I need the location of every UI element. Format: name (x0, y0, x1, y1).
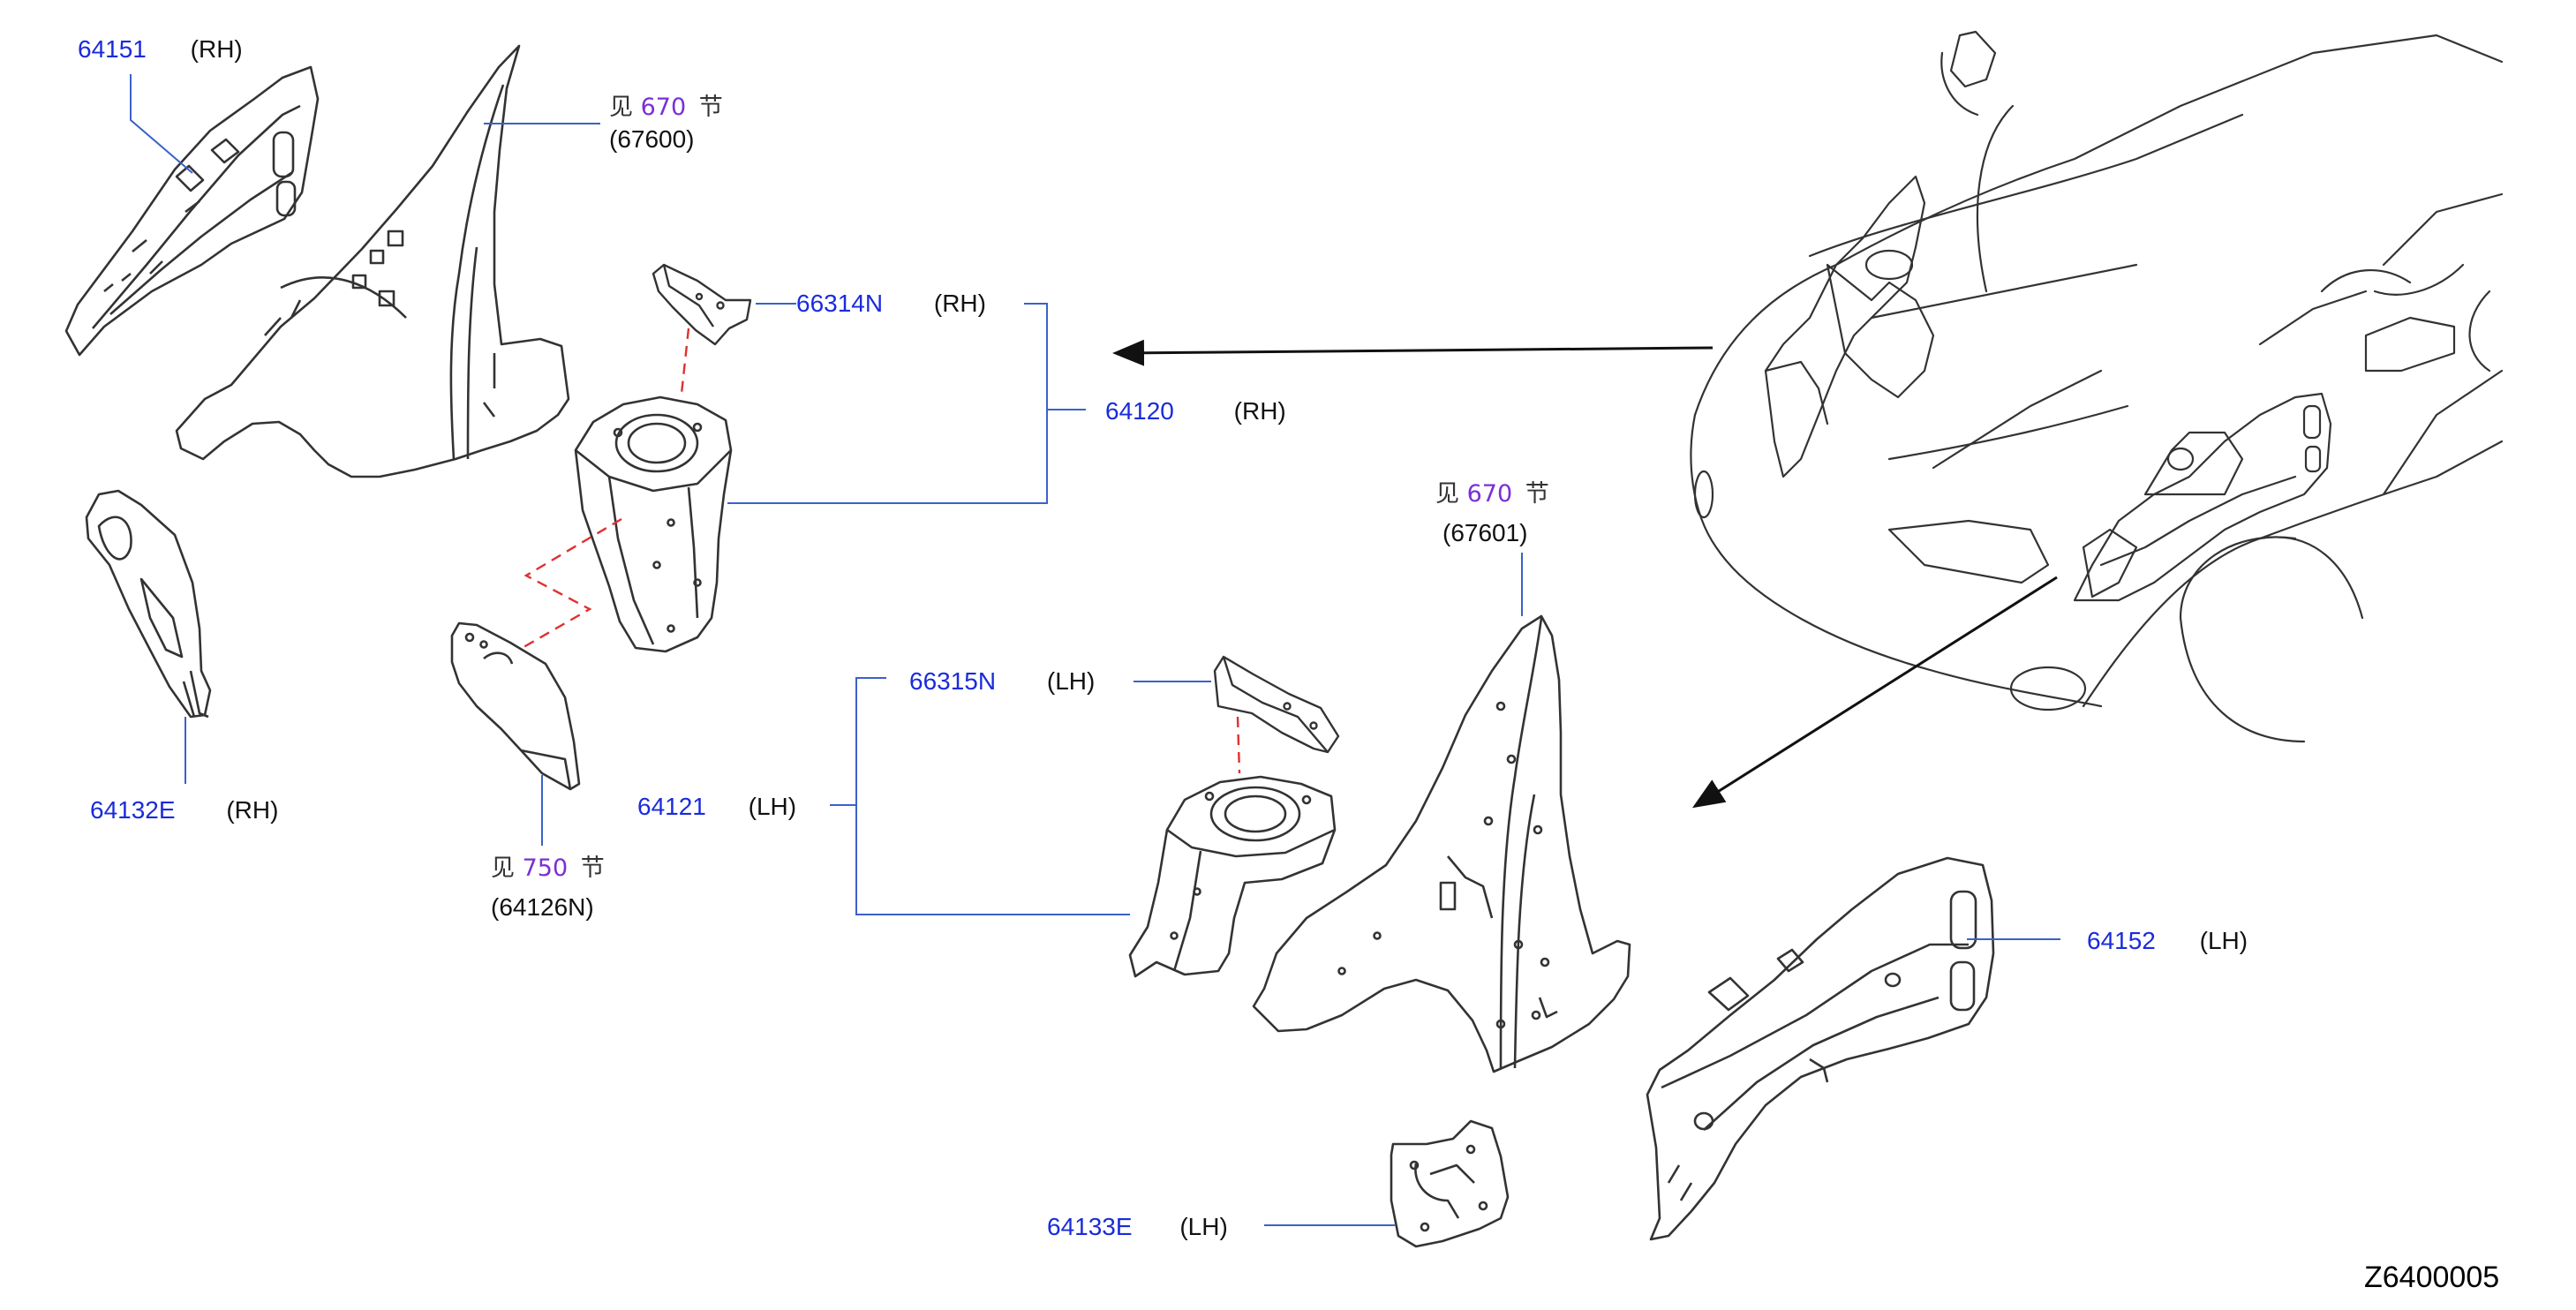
side-66314n: (RH) (933, 290, 986, 317)
side-64132e: (RH) (226, 796, 279, 824)
part-drawing-64151[interactable] (64, 65, 320, 357)
part-drawing-66315n[interactable] (1213, 655, 1340, 754)
section-number-670[interactable]: 670 (640, 94, 687, 121)
callout-64133e: 64133E (LH) (1047, 1213, 1228, 1241)
side-64121: (LH) (748, 793, 797, 820)
section-number-750[interactable]: 750 (522, 855, 569, 882)
callout-64121: 64121 (LH) (637, 793, 796, 821)
part-number-64132e[interactable]: 64132E (90, 796, 176, 824)
side-64133e: (LH) (1179, 1213, 1228, 1240)
figure-id: Z6400005 (2364, 1261, 2500, 1294)
callout-64120: 64120 (RH) (1105, 397, 1286, 425)
section-suffix: 节 (580, 855, 605, 882)
callout-66314n: 66314N (RH) (796, 290, 986, 318)
part-drawing-67600-ref[interactable] (175, 44, 570, 478)
side-64152: (LH) (2199, 927, 2248, 954)
part-drawing-64133e[interactable] (1390, 1119, 1510, 1248)
section-ref-line: 见 670 节 (609, 94, 723, 122)
side-66315n: (LH) (1046, 667, 1096, 695)
section-suffix: 节 (698, 94, 723, 121)
part-drawing-64121[interactable] (1128, 775, 1337, 978)
section-suffix: 节 (1525, 480, 1549, 508)
part-drawing-64152[interactable] (1646, 856, 1995, 1241)
callout-64152: 64152 (LH) (2087, 927, 2248, 955)
see-prefix: 见 (1435, 480, 1459, 508)
see-prefix: 见 (609, 94, 633, 121)
part-number-64120[interactable]: 64120 (1105, 397, 1174, 425)
ref-part-64126n: (64126N) (491, 893, 594, 921)
see-prefix: 见 (491, 855, 515, 882)
ref-part-67600: (67600) (609, 125, 695, 153)
callout-64151: 64151 (RH) (78, 35, 243, 64)
ref-part-67601: (67601) (1442, 519, 1528, 546)
section-number-670[interactable]: 670 (1466, 480, 1513, 508)
callout-64132e: 64132E (RH) (90, 796, 278, 824)
section-ref-line: 见 750 节 (491, 855, 605, 883)
callout-66315n: 66315N (LH) (909, 667, 1095, 696)
part-number-64121[interactable]: 64121 (637, 793, 706, 820)
part-number-66314n[interactable]: 66314N (796, 290, 884, 317)
part-drawing-64120[interactable] (574, 395, 733, 653)
arrow-to-lh-group (1691, 576, 2058, 809)
arrow-to-rh-group (1112, 339, 1714, 366)
phantom-66314n-64120 (680, 328, 690, 395)
location-arrows (1112, 339, 2058, 809)
leader-66314n-bracket (727, 303, 1048, 504)
part-drawing-67601-ref[interactable] (1252, 614, 1631, 1073)
leader-64151 (130, 74, 193, 174)
section-ref-line: 见 670 节 (1435, 480, 1549, 508)
part-drawing-66314n[interactable] (652, 263, 752, 346)
side-64120: (RH) (1233, 397, 1286, 425)
part-drawing-64132e[interactable] (85, 489, 212, 719)
part-number-64152[interactable]: 64152 (2087, 927, 2156, 954)
vehicle-overview-drawing (1690, 30, 2504, 743)
leader-lines (130, 74, 2060, 1226)
phantom-lines (518, 328, 1241, 774)
part-number-66315n[interactable]: 66315N (909, 667, 997, 695)
part-drawing-64126n-ref[interactable] (450, 621, 581, 791)
phantom-64120-64126n (518, 517, 622, 651)
part-number-64151[interactable]: 64151 (78, 35, 147, 63)
phantom-66315n-64121 (1236, 716, 1241, 774)
part-number-64133e[interactable]: 64133E (1047, 1213, 1133, 1240)
leader-64121-bracket (855, 677, 1130, 915)
side-64151: (RH) (190, 35, 243, 63)
